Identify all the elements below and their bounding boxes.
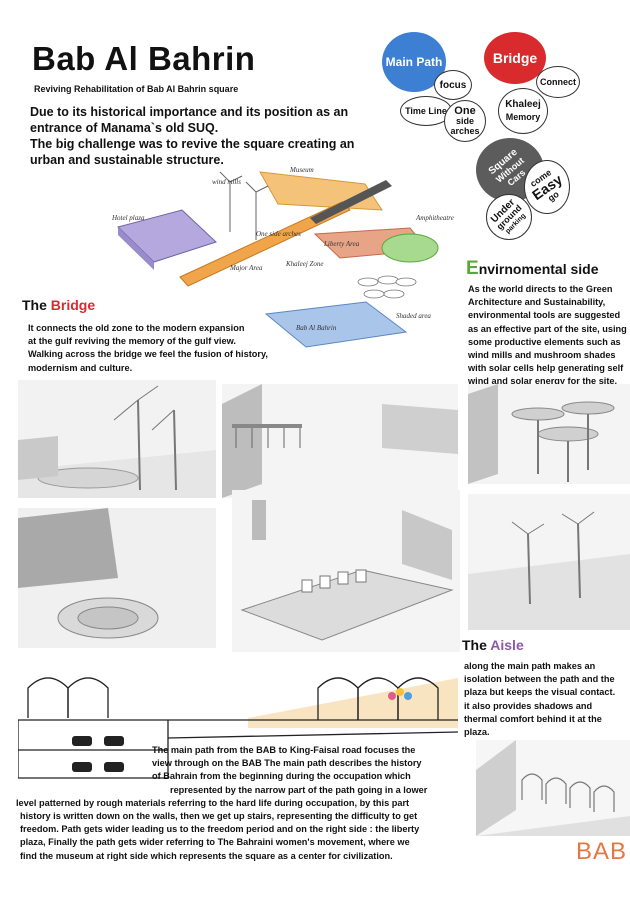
text-line: with solar cells help generating self [468, 363, 624, 374]
text-line: environmental tools are suggested [468, 310, 621, 321]
bridge-heading: The Bridge [22, 297, 95, 313]
hotel-plaza-block [117, 209, 217, 263]
plan-label-major-area: Major Area [229, 264, 263, 272]
heading-rest: nvirnomental side [478, 261, 599, 277]
bubble-come-easy-go: come Easy go [524, 160, 570, 214]
bubble-khaleej-memory: Khaleej Memory [498, 88, 548, 134]
bubble-word: side [455, 116, 474, 126]
bridge-dark [310, 180, 392, 224]
path-description: The main path from the BAB to King-Faisa… [16, 744, 427, 863]
text-line: plaza, Finally the path gets wider refer… [20, 837, 410, 848]
bab-logo: BAB [576, 838, 628, 865]
heading-highlight: Aisle [490, 637, 524, 653]
text-line: of Bahrain from the beginning during the… [152, 771, 411, 782]
text-line: As the world directs to the Green [468, 284, 613, 294]
heading-prefix: The [462, 637, 491, 653]
text-line: isolation between the path and the [464, 674, 615, 685]
plan-label-hotel-plaza: Hotel plaza [111, 214, 145, 222]
main-path-bridge [179, 201, 351, 287]
intro-line: urban and sustainable structure. [30, 153, 224, 167]
text-line: view through on the BAB The main path de… [152, 758, 422, 769]
bubble-word: Memory [505, 112, 541, 122]
poster-title: Bab Al Bahrin [32, 40, 256, 77]
bubble-underground-parking: Under ground parking [486, 194, 532, 240]
plan-label-liberty-area: Liberty Area [323, 240, 360, 248]
render-arcade [476, 740, 630, 836]
aisle-text: along the main path makes an isolation b… [464, 660, 615, 739]
text-line: level patterned by rough materials refer… [16, 797, 410, 808]
wind-mill-drawings [219, 171, 269, 240]
render-arches-building [232, 490, 460, 652]
text-line: Architecture and Sustainability, [468, 297, 606, 308]
text-line: it also provides shadows and [464, 700, 593, 711]
site-plan-drawing: wind mills Museum Hotel plaza One side a… [111, 166, 454, 348]
text-line: freedom. Path gets wider leading us to t… [20, 824, 420, 835]
intro-line: entrance of Manama`s old SUQ. [30, 121, 219, 135]
text-line: It connects the old zone to the modern e… [28, 323, 245, 333]
bubble-one-side-arches: One side arches [444, 100, 486, 142]
heading-prefix: The [22, 297, 51, 313]
text-line: history is written down on the walls, th… [20, 811, 418, 822]
intro-text: Due to its historical importance and its… [30, 104, 390, 168]
heading-initial: E [466, 258, 479, 279]
plan-label-bab-al-bahrin: Bab Al Bahrin [296, 324, 337, 332]
plan-label-one-side-arches: One side arches [256, 230, 301, 238]
text-line: Walking across the bridge we feel the fu… [28, 349, 268, 360]
plan-label-museum: Museum [289, 166, 314, 174]
bab-al-bahrin-block [264, 301, 408, 348]
museum-block [259, 171, 383, 211]
bubble-focus: focus [434, 70, 472, 100]
mushroom-shades [357, 275, 417, 299]
intro-line: Due to its historical importance and its… [30, 105, 349, 119]
text-line: along the main path makes an [464, 661, 596, 671]
render-mushroom-shades [468, 384, 630, 484]
heading-highlight: Bridge [50, 297, 96, 313]
aisle-heading: The Aisle [462, 637, 524, 653]
bubble-word: One [454, 105, 476, 117]
render-amphitheatre [18, 508, 216, 648]
plan-label-shaded-area: Shaded area [396, 312, 431, 320]
text-line: as an effective part of the site, using [468, 323, 627, 334]
amphitheatre-block [381, 233, 439, 263]
bubble-word: Khaleej [505, 99, 541, 110]
environment-heading: Envirnomental side [466, 258, 599, 280]
site-plan-diagram: wind mills Museum Hotel plaza One side a… [110, 162, 470, 357]
bubble-word: arches [450, 126, 480, 136]
text-line: at the gulf reviving the memory of the g… [28, 336, 236, 347]
text-line: wind mills and mushroom shades [468, 350, 616, 361]
path-section-drawing [17, 658, 459, 784]
hotel-plaza-side [118, 227, 154, 270]
render-windmill-courtyard [468, 494, 630, 630]
text-line: wind and solar energy for the site. [468, 376, 618, 387]
text-line: plaza. [464, 727, 490, 738]
text-line: modernism and culture. [28, 362, 133, 373]
render-windmills-plaza [18, 380, 216, 498]
text-line: The main path from the BAB to King-Faisa… [152, 745, 416, 755]
text-line: some productive elements such as [468, 336, 621, 347]
plan-label-wind-mills: wind mills [212, 178, 241, 186]
plan-label-khaleej-zone: Khaleej Zone [285, 260, 324, 268]
environment-text: As the world directs to the Green Archit… [468, 283, 627, 389]
bubble-bridge: Bridge [484, 32, 546, 84]
bubble-rotated-text: Under ground parking [488, 196, 529, 237]
text-line: find the museum at right side which repr… [20, 850, 393, 861]
bubble-connect: Connect [536, 66, 580, 98]
bubble-rotated-text: come Easy go [524, 164, 570, 210]
text-line: thermal comfort behind it at the [464, 713, 602, 724]
poster-subtitle: Reviving Rehabilitation of Bab Al Bahrin… [34, 84, 239, 94]
text-line: represented by the narrow part of the pa… [170, 784, 428, 795]
section-svg [17, 677, 459, 779]
intro-line: The big challenge was to revive the squa… [30, 137, 355, 151]
text-line: plaza but keeps the visual contact. [464, 687, 616, 698]
render-shaded-walkway [222, 384, 458, 498]
plan-label-amphitheatre: Amphitheatre [415, 214, 454, 222]
bridge-text: It connects the old zone to the modern e… [28, 322, 268, 375]
